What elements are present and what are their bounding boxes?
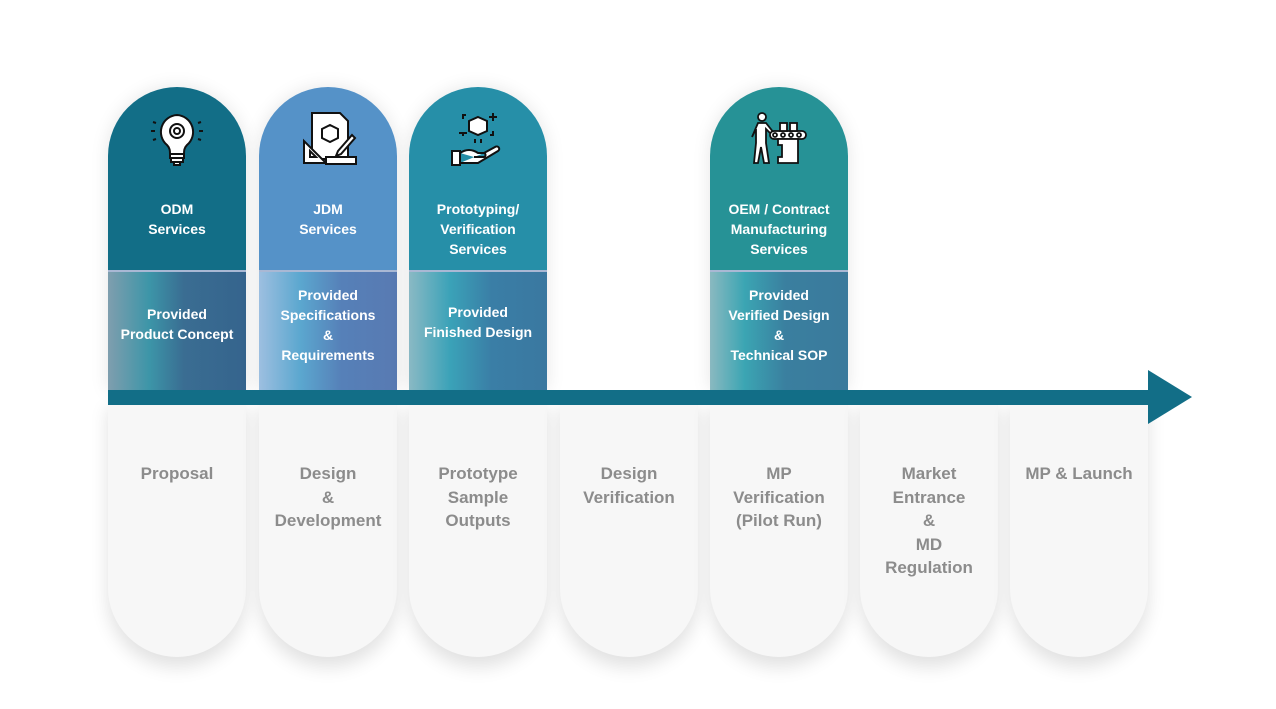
provided-text: Provided Finished Design xyxy=(423,304,533,340)
stage-card-mp-launch: MP & Launch xyxy=(1010,398,1148,657)
service-title: OEM / Contract Manufacturing Services xyxy=(728,201,830,257)
stage-label: Proposal xyxy=(140,464,214,483)
lightbulb-gear-icon xyxy=(151,113,203,166)
divider xyxy=(710,270,848,272)
timeline-arrow-head xyxy=(1148,370,1192,424)
timeline-arrow-shaft xyxy=(108,390,1150,405)
service-card-prototyping: Prototyping/ Verification Services Provi… xyxy=(409,87,547,390)
stage-card-design-development: Design & Development xyxy=(259,398,397,657)
stage-card-proposal: Proposal xyxy=(108,398,246,657)
divider xyxy=(108,270,246,272)
stage-label: Prototype Sample Outputs xyxy=(438,464,518,530)
service-title: Prototyping/ Verification Services xyxy=(436,201,520,257)
stage-label: Design & Development xyxy=(274,464,382,530)
stage-card-prototype-sample-outputs: Prototype Sample Outputs xyxy=(409,398,547,657)
stage-label: MP Verification (Pilot Run) xyxy=(733,464,825,530)
service-title: JDM Services xyxy=(299,201,357,237)
divider xyxy=(259,270,397,272)
provided-text: Provided Specifications & Requirements xyxy=(280,287,376,363)
stage-card-design-verification: Design Verification xyxy=(560,398,698,657)
service-card-odm: ODM Services Provided Product Concept xyxy=(108,87,246,390)
stage-card-market-entrance: Market Entrance & MD Regulation xyxy=(860,398,998,657)
divider xyxy=(409,270,547,272)
service-card-oem: OEM / Contract Manufacturing Services Pr… xyxy=(710,87,848,390)
stage-label: Market Entrance & MD Regulation xyxy=(885,464,973,577)
hand-cube-icon xyxy=(451,113,501,166)
service-title: ODM Services xyxy=(148,201,206,237)
stage-label: Design Verification xyxy=(583,464,675,507)
stage-label: MP & Launch xyxy=(1025,464,1133,483)
stage-card-mp-verification: MP Verification (Pilot Run) xyxy=(710,398,848,657)
provided-text: Provided Verified Design & Technical SOP xyxy=(728,287,830,363)
service-card-jdm: JDM Services Provided Specifications & R… xyxy=(259,87,397,390)
blueprint-cube-icon xyxy=(303,112,357,165)
provided-text: Provided Product Concept xyxy=(120,306,234,342)
worker-conveyor-icon xyxy=(751,112,807,164)
